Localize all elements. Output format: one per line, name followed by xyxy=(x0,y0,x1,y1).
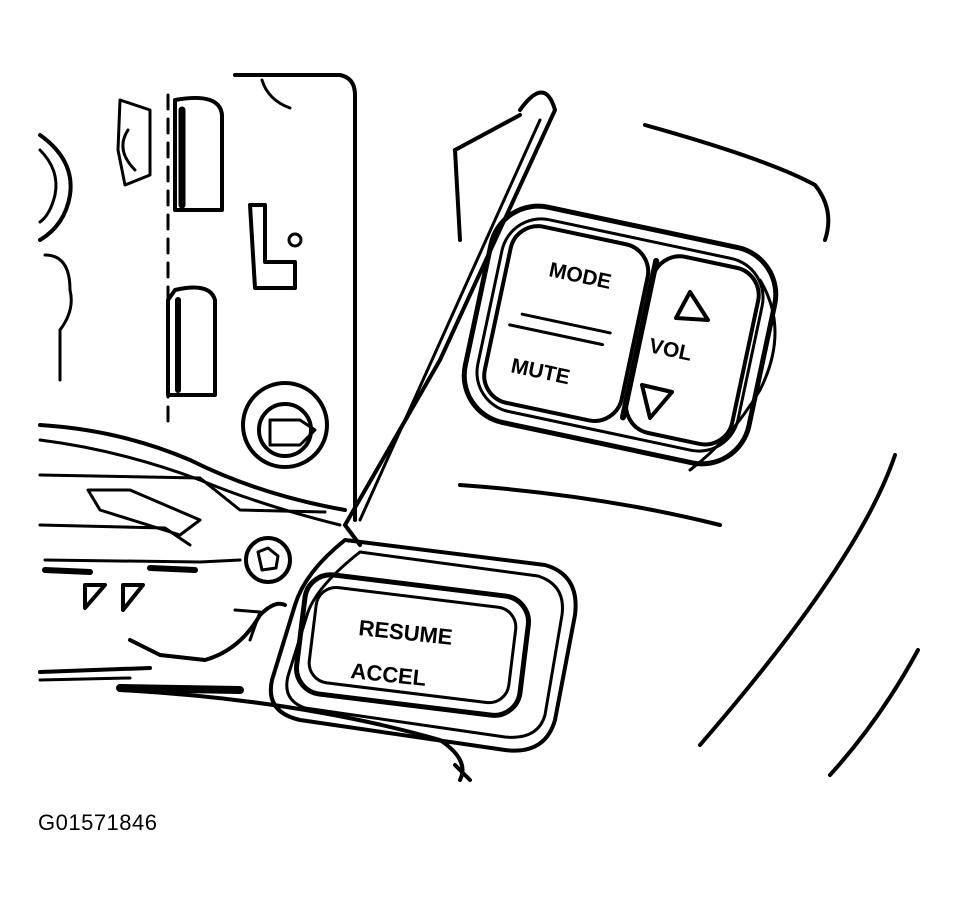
resume-label: RESUME xyxy=(357,615,453,650)
column-bracket xyxy=(38,73,357,694)
vol-label: VOL xyxy=(647,334,694,366)
trim-panel xyxy=(118,90,920,782)
figure-id-label: G01571846 xyxy=(38,810,158,835)
resume-accel-switch xyxy=(268,538,578,753)
resume-accel-button[interactable] xyxy=(293,572,532,719)
mute-label[interactable]: MUTE xyxy=(509,354,572,389)
triangle-up-icon[interactable] xyxy=(674,290,710,322)
mode-label[interactable]: MODE xyxy=(547,258,613,294)
triangle-down-icon[interactable] xyxy=(640,383,674,420)
audio-switch-assembly xyxy=(461,203,779,467)
